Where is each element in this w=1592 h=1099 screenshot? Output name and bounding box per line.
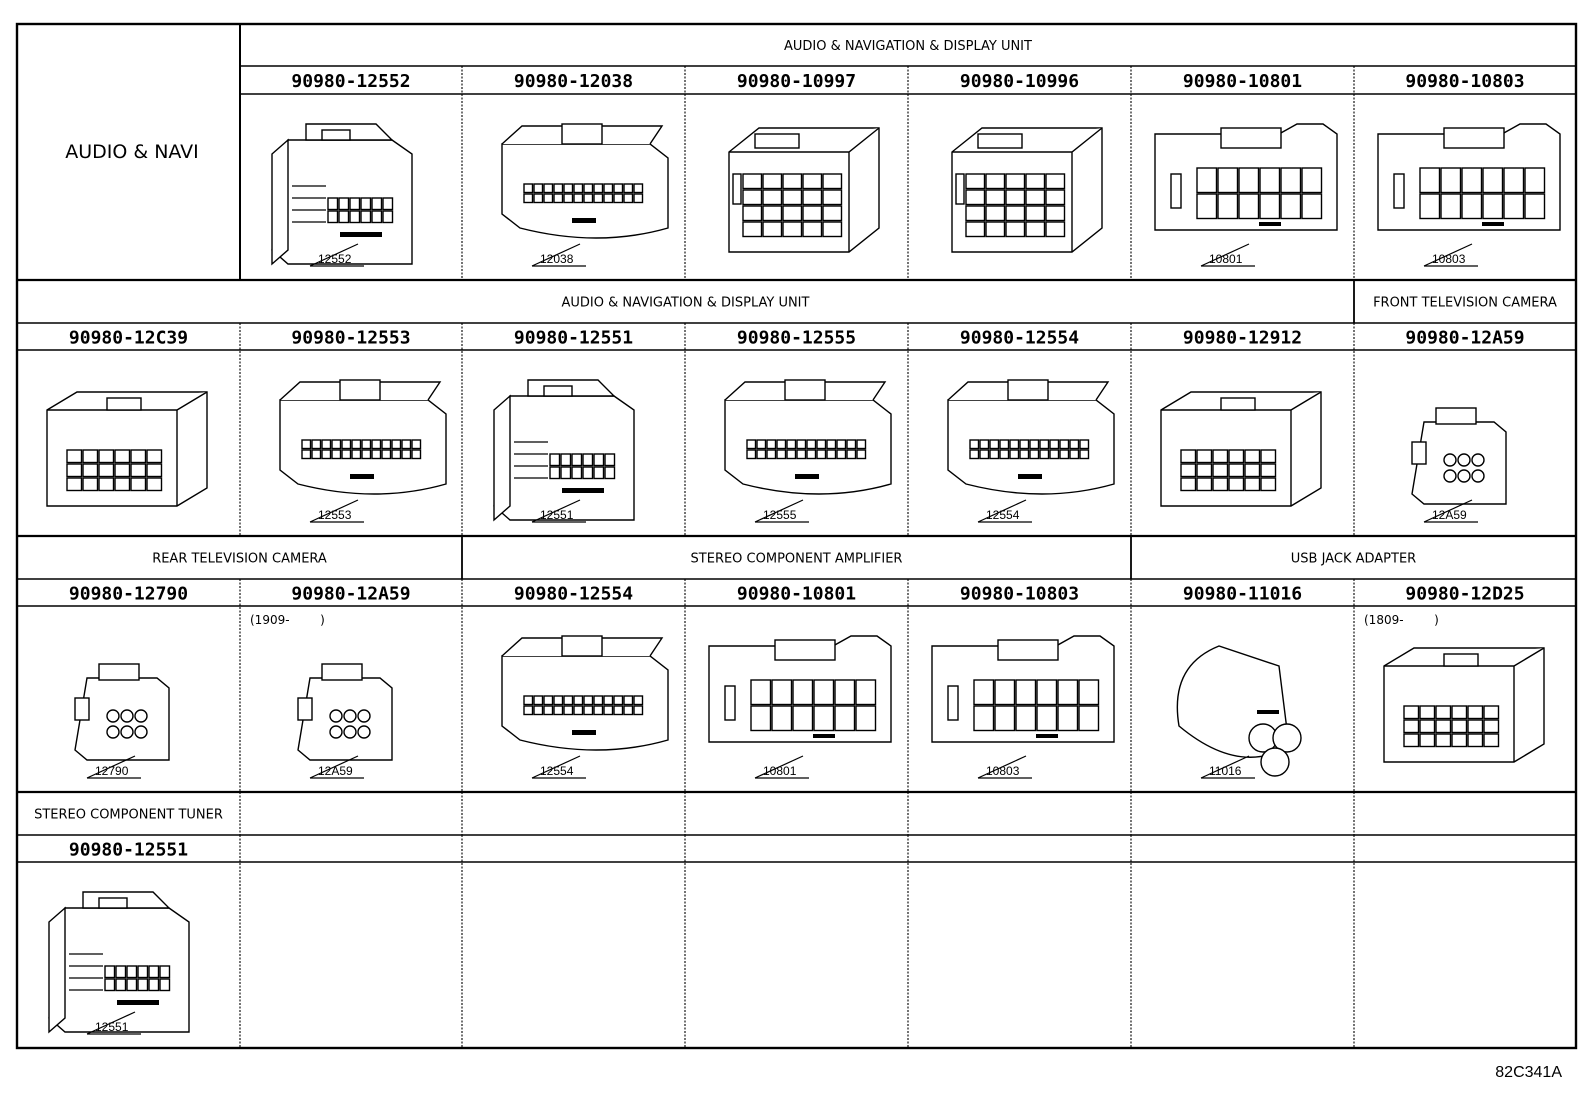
group-header: USB JACK ADAPTER: [1291, 552, 1416, 567]
part-number: 90980-10801: [1183, 71, 1302, 92]
connector-illustration: 12555: [724, 379, 892, 523]
part-number: 90980-12A59: [291, 584, 410, 605]
side-title: AUDIO & NAVI: [65, 141, 199, 163]
connector-cell: 90980-12790 12790: [69, 584, 188, 779]
connector-illustration: [951, 127, 1103, 253]
connector-ref-label: 11016: [1209, 764, 1242, 778]
connector-cell: 90980-12553 12553: [279, 328, 447, 523]
table-cells: AUDIO & NAVIGATION & DISPLAY UNIT 90980-1…: [34, 39, 1561, 1035]
production-date: (1909- ): [250, 613, 325, 627]
part-number: 90980-12C39: [69, 328, 188, 349]
connector-cell: 90980-12912: [1160, 328, 1322, 507]
connector-illustration: 10801: [1154, 123, 1338, 267]
production-date: (1809- ): [1364, 613, 1439, 627]
figure-id: 82C341A: [1495, 1064, 1562, 1081]
connector-ref-label: 10801: [1209, 252, 1243, 266]
part-number: 90980-12551: [514, 328, 633, 349]
part-number: 90980-10997: [737, 71, 856, 92]
group-header: AUDIO & NAVIGATION & DISPLAY UNIT: [784, 39, 1032, 54]
connector-illustration: [46, 391, 208, 507]
part-number: 90980-12D25: [1405, 584, 1524, 605]
connector-ref-label: 12A59: [318, 764, 353, 778]
connector-illustration: 12038: [501, 123, 669, 267]
connector-cell: 90980-10996: [951, 71, 1103, 253]
part-number: 90980-10803: [1405, 71, 1524, 92]
connector-cell: 90980-10801 10801: [1154, 71, 1338, 267]
connector-illustration: 12552: [271, 123, 413, 267]
connector-ref-label: 10801: [763, 764, 797, 778]
connector-illustration: 10803: [1377, 123, 1561, 267]
part-number: 90980-12555: [737, 328, 856, 349]
connector-illustration: 11016: [1176, 645, 1302, 779]
group-header: AUDIO & NAVIGATION & DISPLAY UNIT: [562, 296, 810, 311]
connector-illustration: 12551: [493, 379, 635, 523]
connector-ref-label: 12A59: [1432, 508, 1467, 522]
part-number: 90980-12554: [514, 584, 633, 605]
connector-cell: 90980-12554 12554: [501, 584, 669, 779]
connector-cell: 90980-10997: [728, 71, 880, 253]
connector-ref-label: 12552: [318, 252, 352, 266]
connector-cell: 90980-12552 12552: [271, 71, 413, 267]
connector-ref-label: 12551: [540, 508, 574, 522]
group-header: REAR TELEVISION CAMERA: [152, 552, 327, 567]
connector-ref-label: 10803: [986, 764, 1020, 778]
part-number: 90980-12A59: [1405, 328, 1524, 349]
connector-ref-label: 12555: [763, 508, 797, 522]
connector-cell: 90980-12554 12554: [947, 328, 1115, 523]
connector-illustration: 12551: [48, 891, 190, 1035]
table-grid: [15, 22, 1578, 1050]
connector-illustration: [728, 127, 880, 253]
part-number: 90980-12553: [291, 328, 410, 349]
group-header: STEREO COMPONENT TUNER: [34, 808, 223, 823]
connector-cell: 90980-12551 12551: [48, 840, 190, 1035]
part-number: 90980-12554: [960, 328, 1079, 349]
group-header: STEREO COMPONENT AMPLIFIER: [691, 552, 903, 567]
connector-illustration: 10803: [931, 635, 1115, 779]
connector-cell: 90980-12038 12038: [501, 71, 669, 267]
connector-illustration: 10801: [708, 635, 892, 779]
connector-ref-label: 12038: [540, 252, 574, 266]
connector-cell: 90980-10803 10803: [931, 584, 1115, 779]
connector-illustration: [1383, 647, 1545, 763]
connector-cell: 90980-12555 12555: [724, 328, 892, 523]
connector-illustration: 12A59: [297, 663, 393, 779]
connector-illustration: [1160, 391, 1322, 507]
group-header: FRONT TELEVISION CAMERA: [1373, 296, 1557, 311]
connector-cell: 90980-12D25 (1809- ): [1364, 584, 1545, 763]
connector-ref-label: 12554: [986, 508, 1020, 522]
connector-illustration: 12553: [279, 379, 447, 523]
connector-cell: 90980-12C39: [46, 328, 208, 507]
connector-illustration: 12A59: [1411, 407, 1507, 523]
part-number: 90980-12912: [1183, 328, 1302, 349]
part-number: 90980-10803: [960, 584, 1079, 605]
connector-cell: 90980-12A59 12A59 (1909- ): [250, 584, 411, 779]
connector-illustration: 12790: [74, 663, 170, 779]
connector-cell: 90980-12551 12551: [493, 328, 635, 523]
part-number: 90980-12552: [291, 71, 410, 92]
part-number: 90980-12038: [514, 71, 633, 92]
part-number: 90980-12790: [69, 584, 188, 605]
part-number: 90980-10801: [737, 584, 856, 605]
connector-illustration: 12554: [501, 635, 669, 779]
part-number: 90980-10996: [960, 71, 1079, 92]
connector-ref-label: 12553: [318, 508, 352, 522]
connector-cell: 90980-12A59 12A59: [1405, 328, 1525, 523]
connector-cell: 90980-10803 10803: [1377, 71, 1561, 267]
connector-ref-label: 12554: [540, 764, 574, 778]
connector-ref-label: 10803: [1432, 252, 1466, 266]
connector-ref-label: 12790: [95, 764, 129, 778]
part-number: 90980-11016: [1183, 584, 1302, 605]
connector-ref-label: 12551: [95, 1020, 129, 1034]
connector-cell: 90980-11016 11016: [1176, 584, 1302, 779]
part-number: 90980-12551: [69, 840, 188, 861]
connector-cell: 90980-10801 10801: [708, 584, 892, 779]
connector-illustration: 12554: [947, 379, 1115, 523]
